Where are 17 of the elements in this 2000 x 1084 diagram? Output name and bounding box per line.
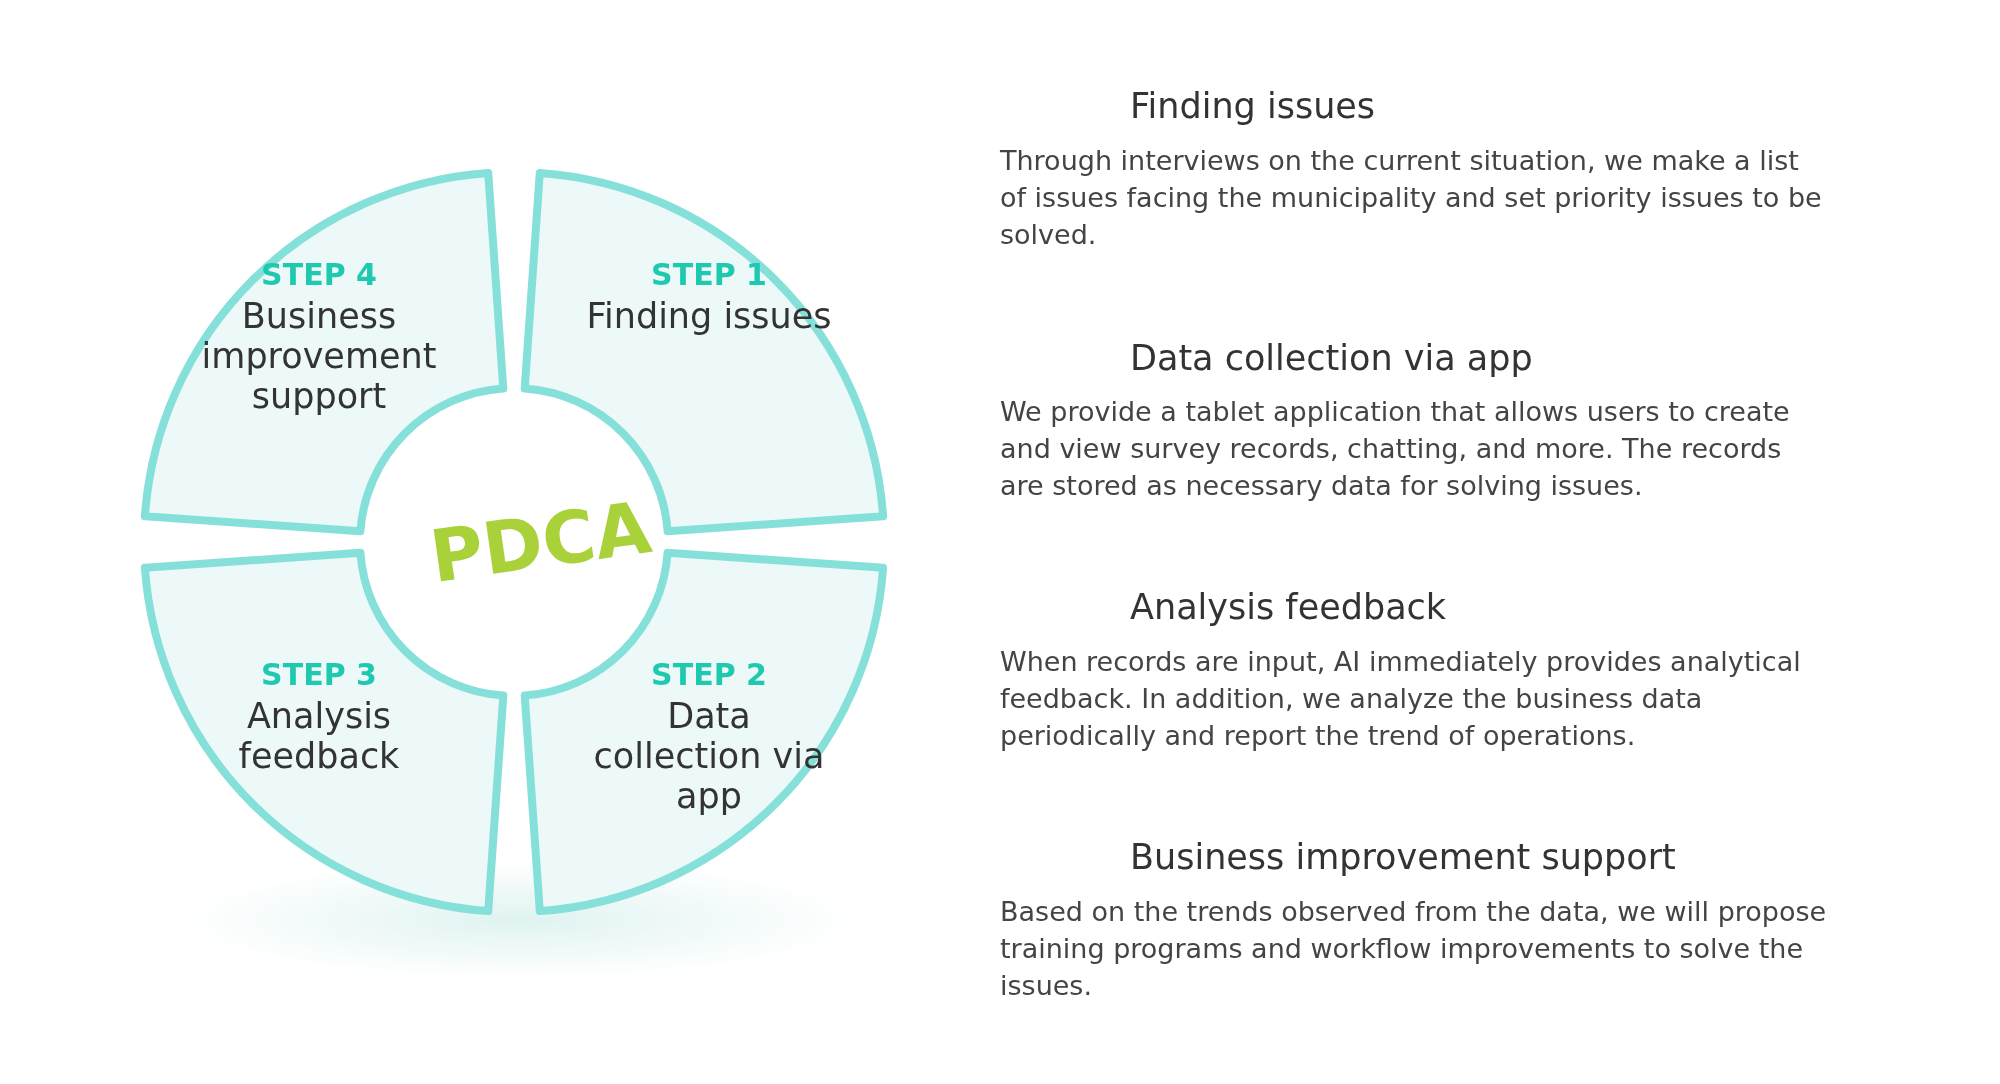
description-paragraph: We provide a tablet application that allows users to create and view survey records, chatting, and more. The records are stored as necessary data for solving issues. bbox=[1000, 395, 1791, 503]
step-title: Data collection via app bbox=[592, 696, 826, 816]
step-title: Finding issues bbox=[585, 296, 833, 336]
description-paragraph: Based on the trends observed from the data, we will propose training programs and workflow improvements to solve the issues. bbox=[1000, 895, 1828, 1003]
section-heading: Business improvement support bbox=[1130, 837, 1676, 877]
step-number: STEP 3 bbox=[261, 657, 377, 692]
step-number: STEP 1 bbox=[651, 257, 767, 292]
step-number: STEP 4 bbox=[261, 257, 377, 292]
step-title: Business improvement support bbox=[200, 296, 438, 416]
step-title: Analysis feedback bbox=[237, 696, 401, 776]
step-number: STEP 2 bbox=[651, 657, 767, 692]
description-paragraph: Through interviews on the current situation, we make a list of issues facing the municipality and set priority issues to be solved. bbox=[1000, 144, 1823, 252]
section-heading: Data collection via app bbox=[1130, 338, 1533, 378]
description-paragraph: When records are input, AI immediately provides analytical feedback. In addition, we analyze the business data periodically and report the trend of operations. bbox=[1000, 645, 1802, 753]
section-heading: Analysis feedback bbox=[1130, 587, 1447, 627]
section-heading: Finding issues bbox=[1130, 86, 1376, 126]
cycle-center-label: PDCA bbox=[425, 485, 656, 599]
